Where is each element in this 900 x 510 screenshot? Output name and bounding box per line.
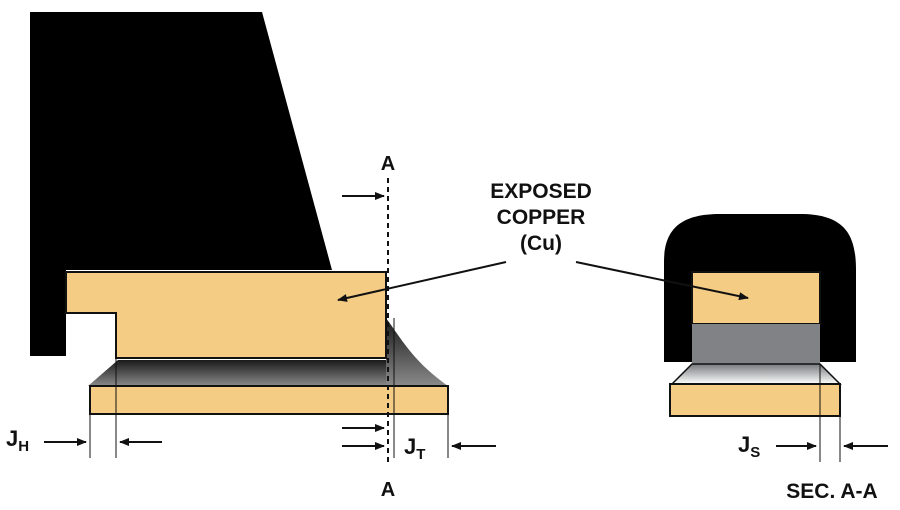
package-body bbox=[30, 12, 332, 356]
section-solder-grey bbox=[692, 324, 820, 364]
leader-arrow-right bbox=[575, 261, 749, 301]
section-solder-fade bbox=[670, 363, 842, 385]
section-caption: SEC. A-A bbox=[786, 480, 877, 503]
exposed-copper-line1: EXPOSED bbox=[490, 180, 592, 203]
exposed-copper-line3: (Cu) bbox=[520, 232, 562, 255]
jt-label: JT bbox=[404, 434, 425, 463]
solder-fillet bbox=[88, 360, 386, 386]
leader-arrow-left bbox=[337, 261, 507, 302]
pcb-pad bbox=[89, 385, 449, 415]
exposed-copper-line2: COPPER bbox=[497, 206, 586, 229]
section-label-bottom: A bbox=[381, 479, 395, 501]
jh-label: JH bbox=[6, 426, 29, 455]
copper-lead bbox=[65, 271, 387, 359]
section-pcb-pad bbox=[669, 383, 841, 417]
section-copper-lead bbox=[691, 271, 821, 325]
solder-toe-fillet bbox=[386, 318, 448, 386]
js-label: JS bbox=[738, 432, 760, 461]
section-body bbox=[664, 214, 856, 362]
section-label-top: A bbox=[381, 153, 395, 175]
